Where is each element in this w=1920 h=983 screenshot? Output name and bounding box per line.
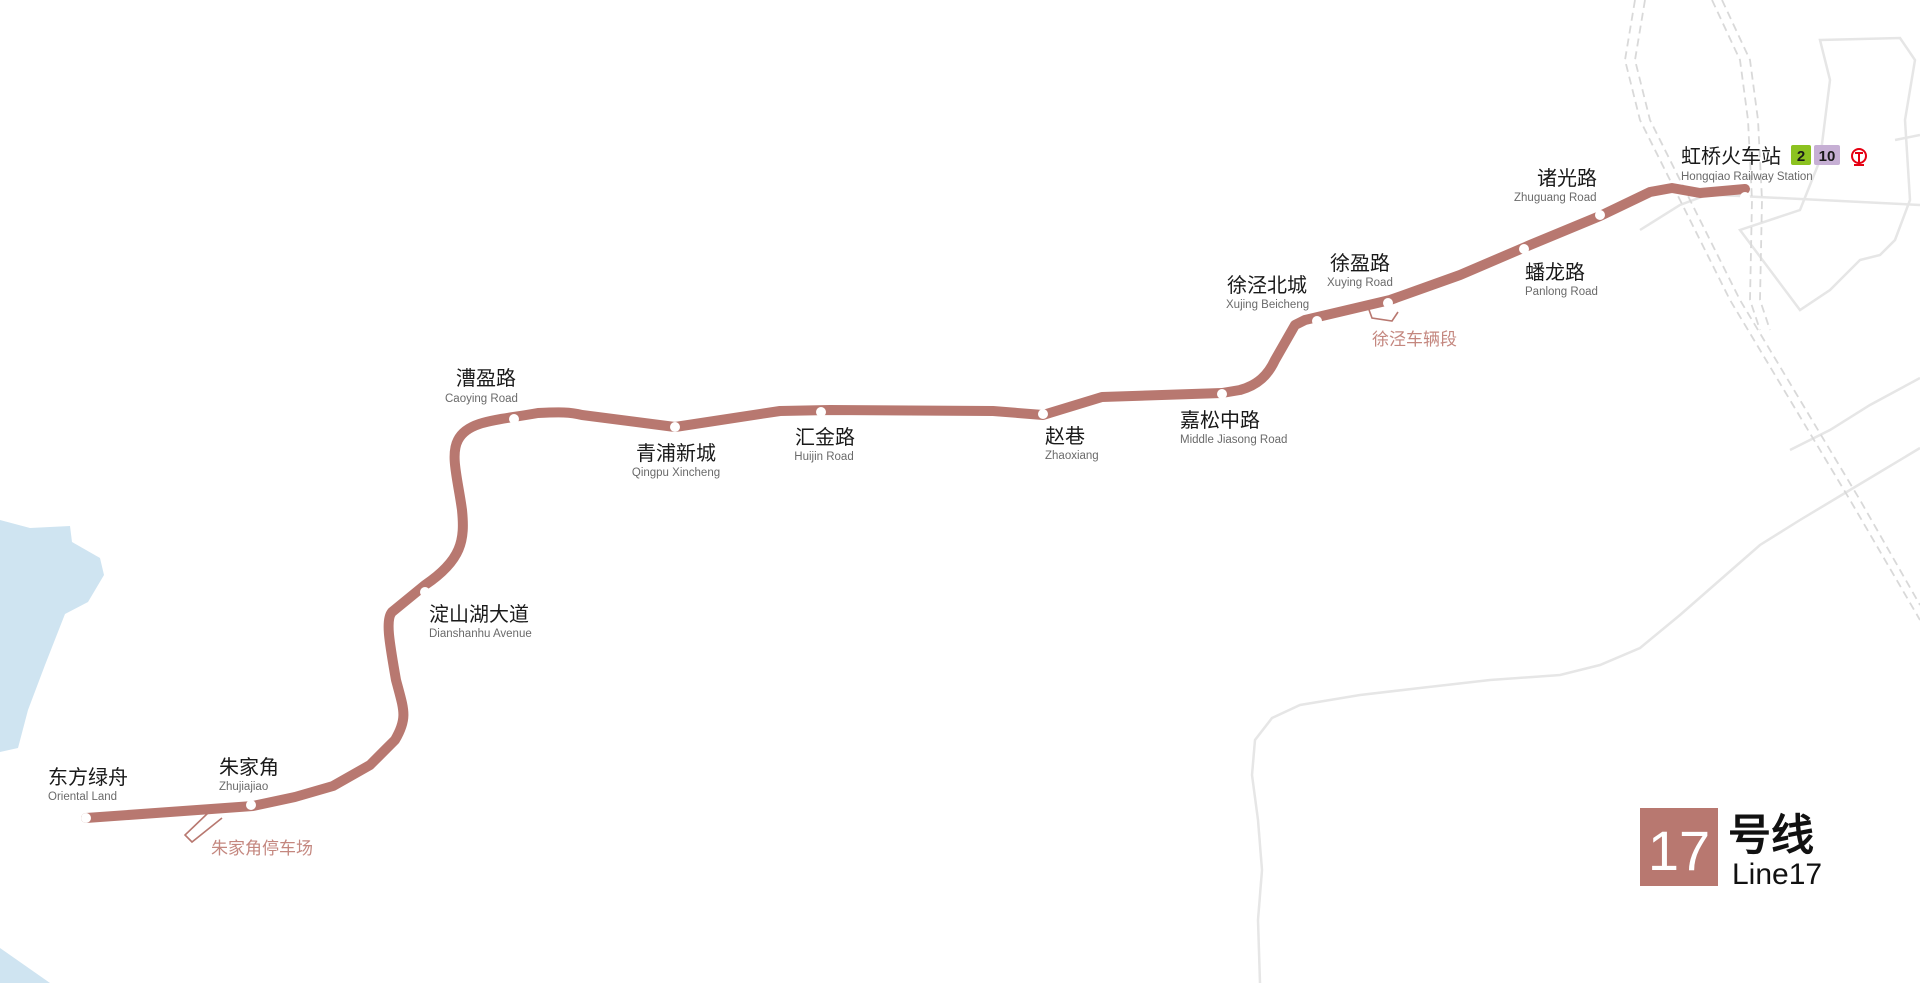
- station-dot-caoying-road[interactable]: [509, 414, 519, 424]
- transfer-badge-label-line-10: 10: [1819, 148, 1836, 165]
- station-name-zh-caoying-road: 漕盈路: [456, 366, 516, 390]
- station-name-en-oriental-land: Oriental Land: [48, 791, 117, 803]
- station-name-zh-huijin-road: 汇金路: [795, 425, 855, 449]
- station-name-en-qingpu-xincheng: Qingpu Xincheng: [632, 467, 720, 479]
- depot-label-xujing-depot: 徐泾车辆段: [1372, 330, 1457, 350]
- transfer-badge-line-10[interactable]: [1814, 145, 1840, 165]
- station-name-zh-qingpu-xincheng: 青浦新城: [636, 441, 716, 465]
- line-name-en: Line17: [1732, 858, 1822, 891]
- station-dot-zhuguang-road[interactable]: [1595, 210, 1605, 220]
- depot-label-zhujiajiao-depot: 朱家角停车场: [211, 839, 313, 859]
- station-dot-hongqiao-railway-station[interactable]: [1740, 192, 1750, 202]
- station-name-en-middle-jiasong-road: Middle Jiasong Road: [1180, 434, 1287, 446]
- station-name-en-xujing-beicheng: Xujing Beicheng: [1226, 299, 1309, 311]
- stations: [81, 192, 1750, 823]
- station-dot-middle-jiasong-road[interactable]: [1217, 389, 1227, 399]
- station-name-en-zhuguang-road: Zhuguang Road: [1514, 192, 1596, 204]
- line17-route: [81, 183, 1750, 823]
- station-dot-huijin-road[interactable]: [816, 407, 826, 417]
- station-name-zh-xujing-beicheng: 徐泾北城: [1227, 273, 1307, 297]
- station-name-zh-dianshanhu-avenue: 淀山湖大道: [429, 602, 529, 626]
- line-legend: 17 号线 Line17: [1640, 808, 1822, 891]
- station-labels: 东方绿舟 Oriental Land 朱家角 Zhujiajiao 淀山湖大道 Dians…: [48, 144, 1813, 803]
- station-name-en-huijin-road: Huijin Road: [794, 451, 853, 463]
- station-name-en-dianshanhu-avenue: Dianshanhu Avenue: [429, 628, 532, 640]
- background-roads: [1250, 36, 1920, 983]
- station-dot-oriental-land[interactable]: [81, 813, 91, 823]
- station-name-zh-middle-jiasong-road: 嘉松中路: [1180, 408, 1260, 432]
- station-dot-xuying-road[interactable]: [1383, 298, 1393, 308]
- station-name-zh-zhuguang-road: 诸光路: [1537, 166, 1597, 190]
- station-name-en-xuying-road: Xuying Road: [1327, 277, 1393, 289]
- station-name-zh-zhaoxiang: 赵巷: [1045, 424, 1085, 448]
- station-dot-zhujiajiao[interactable]: [246, 800, 256, 810]
- station-name-en-caoying-road: Caoying Road: [445, 393, 518, 405]
- transfer-badge-label-line-2: 2: [1797, 148, 1805, 165]
- river-water: [0, 948, 50, 983]
- station-dot-zhaoxiang[interactable]: [1038, 409, 1048, 419]
- station-dot-panlong-road[interactable]: [1519, 244, 1529, 254]
- station-name-zh-zhujiajiao: 朱家角: [219, 755, 279, 779]
- station-dot-qingpu-xincheng[interactable]: [670, 422, 680, 432]
- lake-water: [0, 520, 104, 752]
- line-number-box: [1640, 808, 1718, 886]
- background-railway: [1624, 0, 1920, 621]
- station-name-en-zhujiajiao: Zhujiajiao: [219, 781, 268, 793]
- station-name-zh-hongqiao-railway-station: 虹桥火车站: [1681, 144, 1781, 168]
- station-name-zh-oriental-land: 东方绿舟: [48, 765, 128, 789]
- depot-labels: 朱家角停车场 徐泾车辆段: [211, 330, 1457, 859]
- station-dot-xujing-beicheng[interactable]: [1312, 316, 1322, 326]
- station-name-en-hongqiao-railway-station: Hongqiao Railway Station: [1681, 171, 1813, 183]
- station-name-en-panlong-road: Panlong Road: [1525, 286, 1598, 298]
- transfer-badge-line-2[interactable]: [1791, 145, 1811, 165]
- station-dot-dianshanhu-avenue[interactable]: [420, 587, 430, 597]
- station-name-zh-xuying-road: 徐盈路: [1330, 251, 1390, 275]
- station-name-zh-panlong-road: 蟠龙路: [1525, 260, 1585, 284]
- depot-connectors: [183, 306, 1399, 844]
- station-name-en-zhaoxiang: Zhaoxiang: [1045, 450, 1099, 462]
- railway-station-icon: [1851, 148, 1867, 166]
- line-name-zh: 号线: [1728, 811, 1814, 861]
- transfer-badges: 2 10: [1791, 145, 1840, 165]
- line-number: 17: [1648, 819, 1710, 882]
